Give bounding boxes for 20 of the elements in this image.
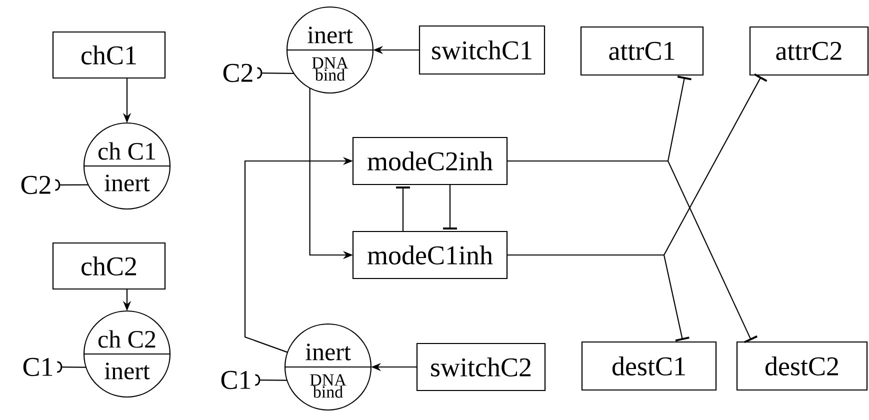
process-box: attrC2 (749, 26, 869, 76)
inhibition-line (443, 184, 457, 230)
receptor-line (257, 67, 294, 79)
signal-label: C1 (23, 358, 52, 376)
inhibition-line (396, 186, 410, 232)
process-box: chC2 (52, 242, 166, 290)
signal-label: C2 (223, 64, 252, 82)
process-box: switchC1 (418, 25, 546, 75)
process-box: modeC2inh (352, 136, 508, 186)
receptor-line (57, 361, 86, 373)
process-box: destC2 (736, 341, 868, 391)
process-box: modeC1inh (352, 230, 508, 280)
receptor-line (255, 374, 288, 386)
process-box: switchC2 (416, 342, 546, 392)
signal-label: C1 (221, 370, 250, 390)
signal-label: C2 (21, 176, 50, 194)
receptor-line (55, 179, 88, 191)
process-box: chC1 (52, 31, 166, 79)
process-box: attrC1 (580, 26, 704, 76)
process-box: destC1 (581, 341, 717, 391)
